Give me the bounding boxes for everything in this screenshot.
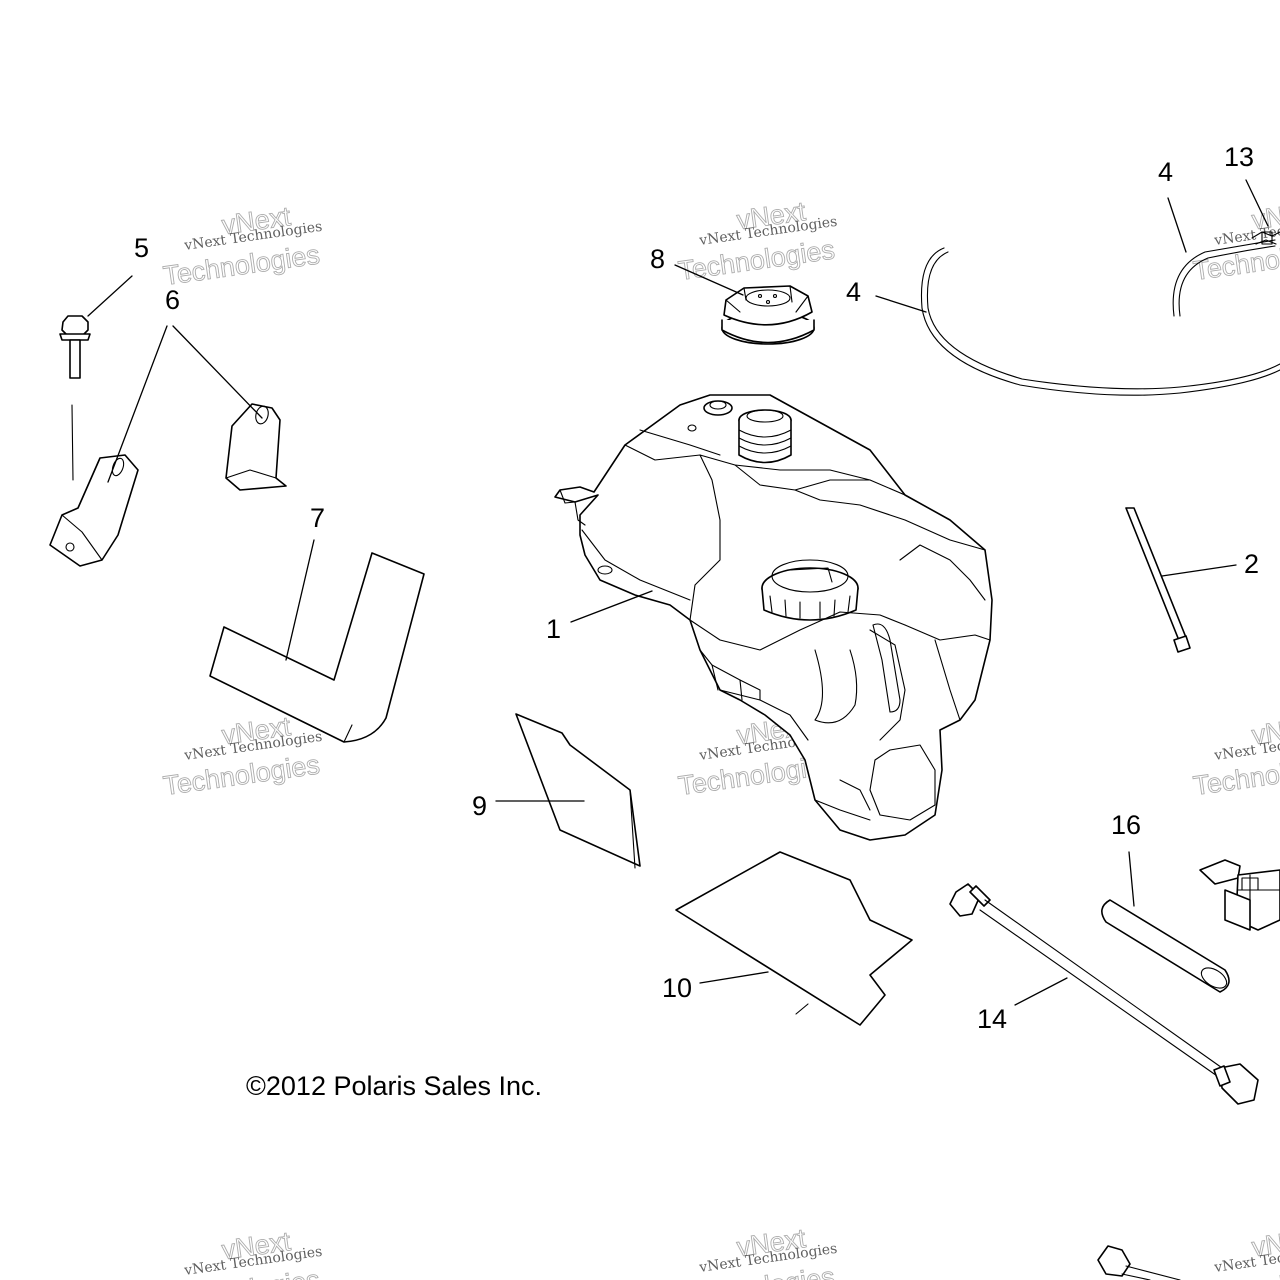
part-13-clip <box>1251 231 1280 245</box>
part-6-bracket-right <box>225 403 287 491</box>
part-5-bolt <box>59 315 91 481</box>
callout-5: 5 <box>134 233 149 263</box>
leader-4b <box>1167 197 1187 253</box>
part-4-hose-small <box>1172 239 1276 317</box>
callout-8: 8 <box>650 244 665 274</box>
fitting-part-bottom <box>1097 1245 1181 1280</box>
watermarks: vNext vNext Technologies Technologies vN… <box>161 196 1280 1280</box>
part-9-pad <box>515 713 641 869</box>
callout-7: 7 <box>310 503 325 533</box>
watermark: vNext vNext Technologies Technologies <box>676 196 838 287</box>
callout-9: 9 <box>472 791 487 821</box>
leader-10 <box>699 971 769 984</box>
watermark: vNext vNext Technologies Technologies <box>161 1226 323 1280</box>
watermark: vNext vNext Technologies Technologies <box>161 201 323 292</box>
copyright-notice: ©2012 Polaris Sales Inc. <box>246 1071 542 1101</box>
part-4-hose <box>920 247 1280 396</box>
callout-1: 1 <box>546 614 561 644</box>
callout-4: 4 <box>1158 157 1173 187</box>
leader-13 <box>1245 179 1269 227</box>
callouts: 5 6 7 8 4 4 13 2 1 9 10 14 16 <box>134 142 1259 1034</box>
leader-2 <box>1161 564 1237 577</box>
part-6-bracket-left <box>49 454 139 567</box>
leader-16 <box>1128 851 1135 907</box>
part-10-pad <box>675 851 913 1026</box>
leader-14 <box>1014 977 1068 1006</box>
part-7-pad <box>209 552 425 743</box>
part-14-fuel-line <box>949 883 1259 1105</box>
callout-10: 10 <box>662 973 692 1003</box>
leader-6b <box>172 325 263 419</box>
leader-8 <box>674 264 744 296</box>
part-2-rod <box>1125 507 1191 653</box>
callout-2: 2 <box>1244 549 1259 579</box>
leader-7 <box>285 539 315 661</box>
watermark: vNext vNext Technologies Technologies <box>1191 711 1280 802</box>
leader-4a <box>875 295 927 313</box>
callout-6: 6 <box>165 285 180 315</box>
watermark: vNext vNext Technologies Technologies <box>1191 1223 1280 1280</box>
callout-4: 4 <box>846 277 861 307</box>
clamp-part <box>1199 859 1280 931</box>
callout-14: 14 <box>977 1004 1007 1034</box>
part-1-fuel-tank <box>554 394 993 841</box>
callout-16: 16 <box>1111 810 1141 840</box>
part-8-fuel-cap <box>721 285 815 345</box>
leader-lines <box>87 179 1269 1006</box>
watermark: vNext vNext Technologies Technologies <box>676 1223 838 1280</box>
callout-13: 13 <box>1224 142 1254 172</box>
watermark: vNext vNext Technologies Technologies <box>1191 196 1280 287</box>
leader-1 <box>570 590 653 623</box>
leader-6a <box>107 325 168 483</box>
part-16-tube <box>1101 899 1230 993</box>
leader-5 <box>87 275 133 317</box>
